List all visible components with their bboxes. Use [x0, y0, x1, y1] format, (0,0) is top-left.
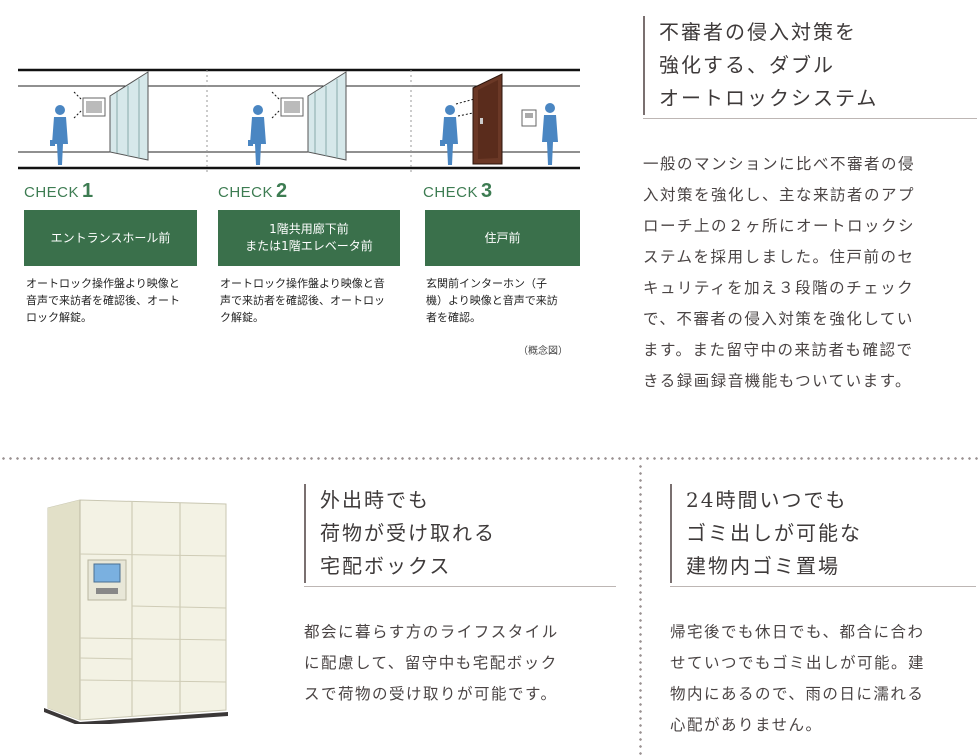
headline-line: ゴミ出しが可能な — [686, 521, 862, 545]
headline-underline — [670, 586, 976, 587]
headline-line: 荷物が受け取れる — [320, 521, 496, 545]
person-icon — [50, 105, 68, 165]
glass-door-icon — [307, 71, 347, 161]
check-2-description: オートロック操作盤より映像と音 声で来訪者を確認後、オートロッ ク解錠。 — [220, 277, 385, 324]
headline-line: 強化する、ダブル — [659, 53, 835, 77]
person-icon — [542, 103, 558, 165]
dashed-sightline — [271, 91, 281, 119]
autolock-panel-icon — [280, 97, 304, 117]
headline-line: 24時間いつでも — [686, 488, 848, 512]
corridor-illustration — [18, 68, 580, 175]
person-icon — [248, 105, 266, 165]
check-number: 2 — [276, 180, 288, 202]
autolock-panel-icon — [82, 97, 106, 117]
delivery-box-headline: 外出時でも 荷物が受け取れる 宅配ボックス — [304, 484, 496, 583]
headline-line: 建物内ゴミ置場 — [686, 554, 840, 578]
dotted-divider-horizontal — [0, 457, 980, 460]
check-number: 1 — [82, 180, 94, 202]
delivery-box-body: 都会に暮らす方のライフスタイル に配慮して、留守中も宅配ボック スで荷物の受け取… — [304, 623, 559, 703]
headline-underline — [304, 586, 616, 587]
headline-line: 宅配ボックス — [320, 554, 452, 578]
check-prefix: CHECK — [24, 184, 80, 201]
check-prefix: CHECK — [218, 184, 274, 201]
headline-underline — [643, 118, 977, 119]
check-3-description: 玄関前インターホン（子 機）より映像と音声で来訪 者を確認。 — [426, 277, 558, 324]
dashed-sightline — [73, 91, 83, 119]
garbage-headline: 24時間いつでも ゴミ出しが可能な 建物内ゴミ置場 — [670, 484, 862, 583]
headline-line: 外出時でも — [320, 488, 430, 512]
apartment-door-icon — [472, 73, 503, 165]
dotted-divider-vertical — [639, 463, 642, 756]
check-prefix: CHECK — [423, 184, 479, 201]
check-2-location: 1階共用廊下前 または1階エレベータ前 — [218, 210, 400, 266]
headline-line: オートロックシステム — [659, 86, 879, 110]
glass-door-icon — [109, 71, 149, 161]
check-3-location: 住戸前 — [425, 210, 580, 266]
security-body: 一般のマンションに比べ不審者の侵 入対策を強化し、主な来訪者のアプ ローチ上の２… — [643, 155, 916, 390]
intercom-icon — [521, 109, 537, 127]
security-headline: 不審者の侵入対策を 強化する、ダブル オートロックシステム — [643, 16, 878, 115]
person-icon — [440, 105, 458, 165]
headline-line: 不審者の侵入対策を — [659, 20, 857, 44]
check-1-description: オートロック操作盤より映像と 音声で来訪者を確認後、オート ロック解錠。 — [26, 277, 180, 324]
concept-diagram-note: （概念図） — [518, 346, 568, 357]
garbage-body: 帰宅後でも休日でも、都合に合わ せていつでもゴミ出しが可能。建 物内にあるので、… — [670, 623, 926, 734]
delivery-locker-illustration — [44, 499, 228, 724]
check-number: 3 — [481, 180, 493, 202]
check-1-location: エントランスホール前 — [24, 210, 197, 266]
